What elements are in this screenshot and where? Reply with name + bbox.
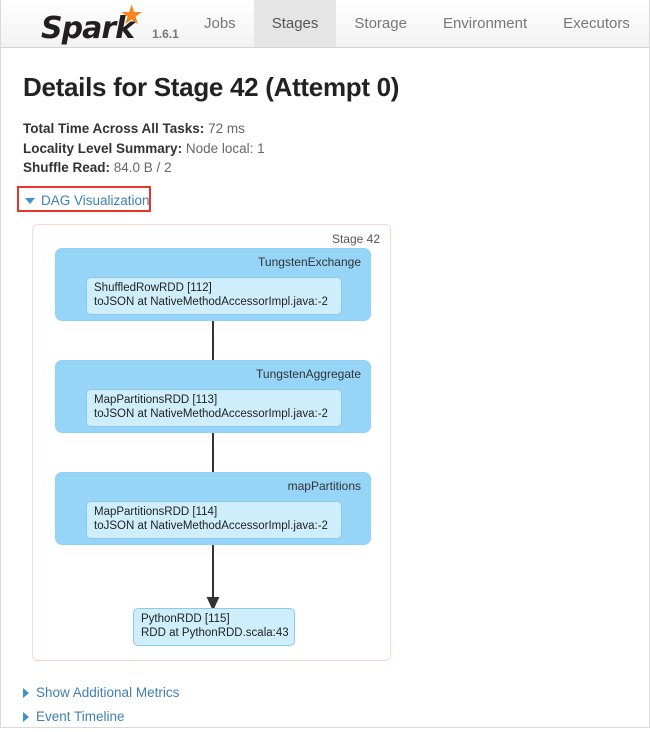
stage-box-tungsten-exchange[interactable]: TungstenExchange ShuffledRowRDD [112] to…	[55, 248, 371, 321]
event-timeline-row: Event Timeline	[23, 708, 179, 727]
event-timeline-toggle[interactable]: Event Timeline	[23, 708, 125, 726]
star-icon: ★	[119, 0, 143, 31]
rdd-node-python-rdd[interactable]: PythonRDD [115] RDD at PythonRDD.scala:4…	[133, 608, 295, 646]
dag-graph-container: Stage 42 TungstenExchange ShuffledRowRDD…	[32, 224, 391, 661]
bottom-expanders: Show Additional Metrics Event Timeline	[23, 684, 179, 732]
stage-box-tungsten-aggregate[interactable]: TungstenAggregate MapPartitionsRDD [113]…	[55, 360, 371, 433]
rdd-node-line1: MapPartitionsRDD [114]	[94, 506, 218, 518]
show-additional-metrics-row: Show Additional Metrics	[23, 684, 179, 703]
summary-total-time: Total Time Across All Tasks: 72 ms	[23, 119, 627, 139]
stage-box-map-partitions[interactable]: mapPartitions MapPartitionsRDD [114] toJ…	[55, 472, 371, 545]
summary-locality: Locality Level Summary: Node local: 1	[23, 139, 627, 159]
spark-logo-text: Spark	[41, 11, 135, 46]
rdd-node-line2: toJSON at NativeMethodAccessorImpl.java:…	[94, 407, 328, 420]
tab-jobs[interactable]: Jobs	[204, 15, 236, 32]
rdd-node-line1: MapPartitionsRDD [113]	[94, 394, 218, 406]
summary-total-time-value: 72 ms	[208, 121, 245, 136]
rdd-node-line2: toJSON at NativeMethodAccessorImpl.java:…	[94, 295, 328, 308]
tab-executors[interactable]: Executors	[563, 15, 630, 32]
summary-shuffle-read-value: 84.0 B / 2	[113, 160, 172, 175]
tab-stages[interactable]: Stages	[253, 0, 337, 47]
summary-shuffle-read: Shuffle Read: 84.0 B / 2	[23, 158, 627, 178]
rdd-node-map-partitions-rdd-114[interactable]: MapPartitionsRDD [114] toJSON at NativeM…	[86, 501, 342, 539]
rdd-node-line2: RDD at PythonRDD.scala:43	[141, 626, 289, 639]
top-navbar: Spark ★ 1.6.1 Jobs Stages Storage Enviro…	[1, 0, 649, 48]
caret-right-icon	[23, 688, 29, 698]
stage-box-label-tungsten-aggregate: TungstenAggregate	[256, 367, 361, 381]
spark-version-label: 1.6.1	[152, 27, 179, 41]
spark-brand[interactable]: Spark ★ 1.6.1	[41, 2, 179, 46]
rdd-node-map-partitions-rdd-113[interactable]: MapPartitionsRDD [113] toJSON at NativeM…	[86, 389, 342, 427]
rdd-node-shuffled-row-rdd[interactable]: ShuffledRowRDD [112] toJSON at NativeMet…	[86, 277, 342, 315]
rdd-node-line1: PythonRDD [115]	[141, 613, 230, 625]
stage-box-label-tungsten-exchange: TungstenExchange	[258, 255, 361, 269]
dag-visualization-label: DAG Visualization	[41, 193, 150, 208]
caret-down-icon	[25, 198, 35, 204]
page-content: Details for Stage 42 (Attempt 0) Total T…	[1, 72, 649, 178]
tab-environment[interactable]: Environment	[442, 15, 528, 32]
rdd-node-line1: ShuffledRowRDD [112]	[94, 282, 212, 294]
summary-locality-value: Node local: 1	[185, 140, 265, 156]
summary-shuffle-read-label: Shuffle Read:	[23, 160, 111, 175]
dag-visualization-toggle[interactable]: DAG Visualization	[25, 192, 150, 210]
stage-box-label-map-partitions: mapPartitions	[287, 479, 361, 493]
dag-visualization-toggle-wrapper: DAG Visualization	[25, 191, 150, 210]
show-additional-metrics-label: Show Additional Metrics	[36, 685, 180, 700]
spark-logo: Spark ★	[41, 2, 144, 46]
summary-locality-label: Locality Level Summary:	[23, 140, 183, 156]
dag-graph-title: Stage 42	[331, 232, 380, 246]
rdd-node-line2: toJSON at NativeMethodAccessorImpl.java:…	[94, 519, 328, 532]
show-additional-metrics-toggle[interactable]: Show Additional Metrics	[23, 684, 179, 702]
nav-tab-list: Jobs Stages Storage Environment Executor…	[186, 0, 650, 47]
event-timeline-label: Event Timeline	[36, 709, 125, 724]
page-title: Details for Stage 42 (Attempt 0)	[23, 72, 400, 102]
summary-total-time-label: Total Time Across All Tasks:	[23, 121, 205, 136]
caret-right-icon	[23, 712, 29, 722]
stage-summary: Total Time Across All Tasks: 72 ms Local…	[23, 119, 627, 178]
tab-storage[interactable]: Storage	[354, 15, 407, 32]
